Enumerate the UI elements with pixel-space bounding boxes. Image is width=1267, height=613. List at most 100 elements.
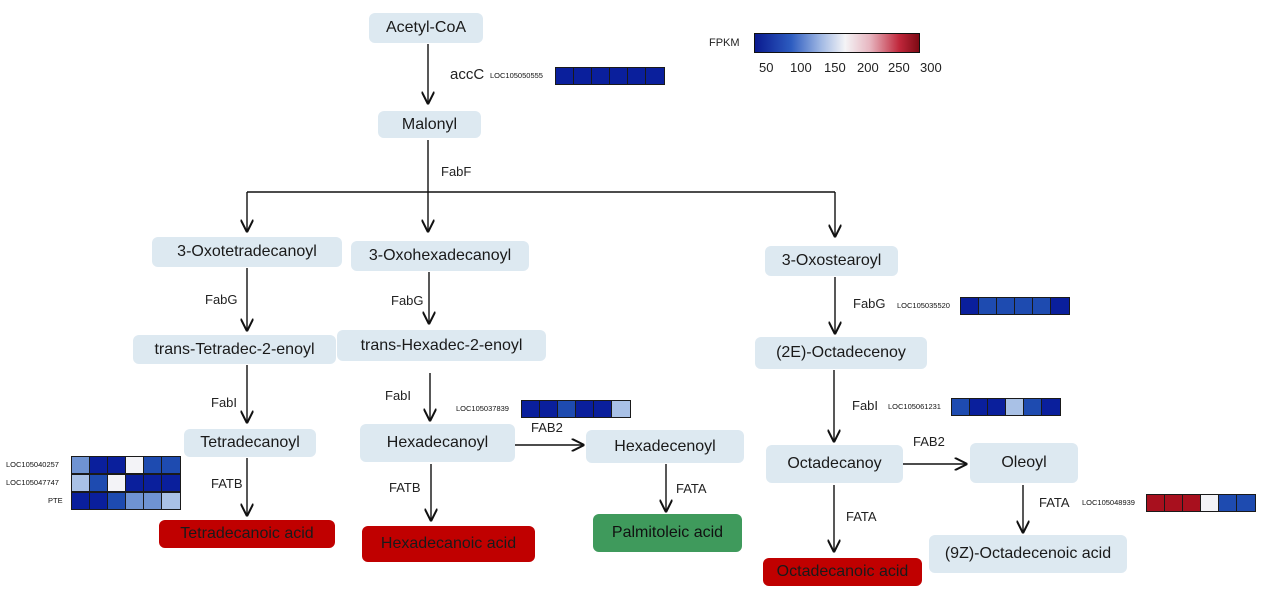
gene-label: LOC105047747 xyxy=(6,478,59,487)
heatmap-cell xyxy=(144,493,162,509)
gene-label: LOC105040257 xyxy=(6,460,59,469)
heatmap-cell xyxy=(540,401,558,417)
enzyme-fata-2: FATA xyxy=(846,509,877,524)
enzyme-fatb-1: FATB xyxy=(211,476,243,491)
node-hexadecanoic-acid: Hexadecanoic acid xyxy=(362,526,535,562)
gene-label: LOC105037839 xyxy=(456,404,509,413)
legend-title: FPKM xyxy=(709,37,740,49)
legend-tick: 100 xyxy=(790,60,812,75)
enzyme-fabf: FabF xyxy=(441,164,472,179)
node-3-oxotetradecanoyl: 3-Oxotetradecanoyl xyxy=(152,237,342,267)
gene-label: LOC105061231 xyxy=(888,402,941,411)
heatmap-cell xyxy=(1015,298,1033,314)
heatmap-cell xyxy=(594,401,612,417)
node-trans-hexadec-2-enoyl: trans-Hexadec-2-enoyl xyxy=(337,330,546,361)
heatmap-cell xyxy=(576,401,594,417)
node-acetyl-coa: Acetyl-CoA xyxy=(369,13,483,43)
node-octadecanoy: Octadecanoy xyxy=(766,445,903,483)
heatmap-cell xyxy=(1006,399,1024,415)
heatmap-cell xyxy=(1165,495,1183,511)
enzyme-fabi-1: FabI xyxy=(211,395,238,410)
heatmap-cell xyxy=(628,68,646,84)
heatmap-cell xyxy=(90,457,108,473)
node-tetradecanoyl: Tetradecanoyl xyxy=(184,429,316,457)
node-3-oxostearoyl: 3-Oxostearoyl xyxy=(765,246,898,276)
heatmap-row xyxy=(555,67,665,85)
heatmap-cell xyxy=(1183,495,1201,511)
heatmap-cell xyxy=(108,475,126,491)
heatmap-cell xyxy=(72,493,90,509)
heatmap-cell xyxy=(162,493,180,509)
node-octadecanoic-acid: Octadecanoic acid xyxy=(763,558,922,586)
enzyme-fata-1: FATA xyxy=(676,481,707,496)
heatmap-cell xyxy=(144,475,162,491)
heatmap-row xyxy=(951,398,1061,416)
heatmap-cell xyxy=(558,401,576,417)
legend-tick: 300 xyxy=(920,60,942,75)
heatmap-cell xyxy=(144,457,162,473)
heatmap-cell xyxy=(72,457,90,473)
heatmap-cell xyxy=(90,493,108,509)
heatmap-row xyxy=(521,400,631,418)
enzyme-fata-3: FATA xyxy=(1039,495,1070,510)
heatmap-cell xyxy=(126,493,144,509)
gene-label: LOC105050555 xyxy=(490,71,543,80)
node-9z-octadecenoic-acid: (9Z)-Octadecenoic acid xyxy=(929,535,1127,573)
heatmap-cell xyxy=(108,493,126,509)
node-3-oxohexadecanoyl: 3-Oxohexadecanoyl xyxy=(351,241,529,271)
heatmap-row xyxy=(71,474,181,492)
heatmap-cell xyxy=(646,68,664,84)
heatmap-cell xyxy=(522,401,540,417)
node-tetradecanoic-acid: Tetradecanoic acid xyxy=(159,520,335,548)
node-2e-octadecenoy: (2E)-Octadecenoy xyxy=(755,337,927,369)
heatmap-cell xyxy=(556,68,574,84)
legend-tick: 150 xyxy=(824,60,846,75)
heatmap-cell xyxy=(72,475,90,491)
heatmap-cell xyxy=(592,68,610,84)
enzyme-fatb-2: FATB xyxy=(389,480,421,495)
heatmap-cell xyxy=(952,399,970,415)
enzyme-fabi-3: FabI xyxy=(852,398,879,413)
legend-tick: 200 xyxy=(857,60,879,75)
gene-label: LOC105048939 xyxy=(1082,498,1135,507)
heatmap-cell xyxy=(997,298,1015,314)
heatmap-cell xyxy=(1051,298,1069,314)
enzyme-fab2-2: FAB2 xyxy=(913,434,945,449)
heatmap-cell xyxy=(1219,495,1237,511)
gene-label: PTE xyxy=(48,496,63,505)
node-trans-tetradec-2-enoyl: trans-Tetradec-2-enoyl xyxy=(133,335,336,364)
legend-tick: 250 xyxy=(888,60,910,75)
heatmap-cell xyxy=(979,298,997,314)
node-hexadecenoyl: Hexadecenoyl xyxy=(586,430,744,463)
heatmap-cell xyxy=(1033,298,1051,314)
enzyme-fabi-2: FabI xyxy=(385,388,412,403)
heatmap-row xyxy=(960,297,1070,315)
heatmap-cell xyxy=(1042,399,1060,415)
enzyme-fabg-2: FabG xyxy=(391,293,424,308)
node-oleoyl: Oleoyl xyxy=(970,443,1078,483)
heatmap-cell xyxy=(162,457,180,473)
node-palmitoleic-acid: Palmitoleic acid xyxy=(593,514,742,552)
heatmap-cell xyxy=(1024,399,1042,415)
enzyme-accc: accC xyxy=(450,66,485,83)
node-hexadecanoyl: Hexadecanoyl xyxy=(360,424,515,462)
heatmap-row xyxy=(71,456,181,474)
heatmap-cell xyxy=(90,475,108,491)
heatmap-cell xyxy=(970,399,988,415)
node-malonyl: Malonyl xyxy=(378,111,481,138)
heatmap-cell xyxy=(574,68,592,84)
gene-label: LOC105035520 xyxy=(897,301,950,310)
heatmap-cell xyxy=(1147,495,1165,511)
heatmap-row xyxy=(71,492,181,510)
heatmap-cell xyxy=(1237,495,1255,511)
heatmap-cell xyxy=(126,475,144,491)
heatmap-cell xyxy=(108,457,126,473)
enzyme-fabg-3: FabG xyxy=(853,296,886,311)
heatmap-cell xyxy=(162,475,180,491)
heatmap-cell xyxy=(1201,495,1219,511)
heatmap-row xyxy=(1146,494,1256,512)
heatmap-cell xyxy=(988,399,1006,415)
heatmap-cell xyxy=(961,298,979,314)
heatmap-cell xyxy=(610,68,628,84)
